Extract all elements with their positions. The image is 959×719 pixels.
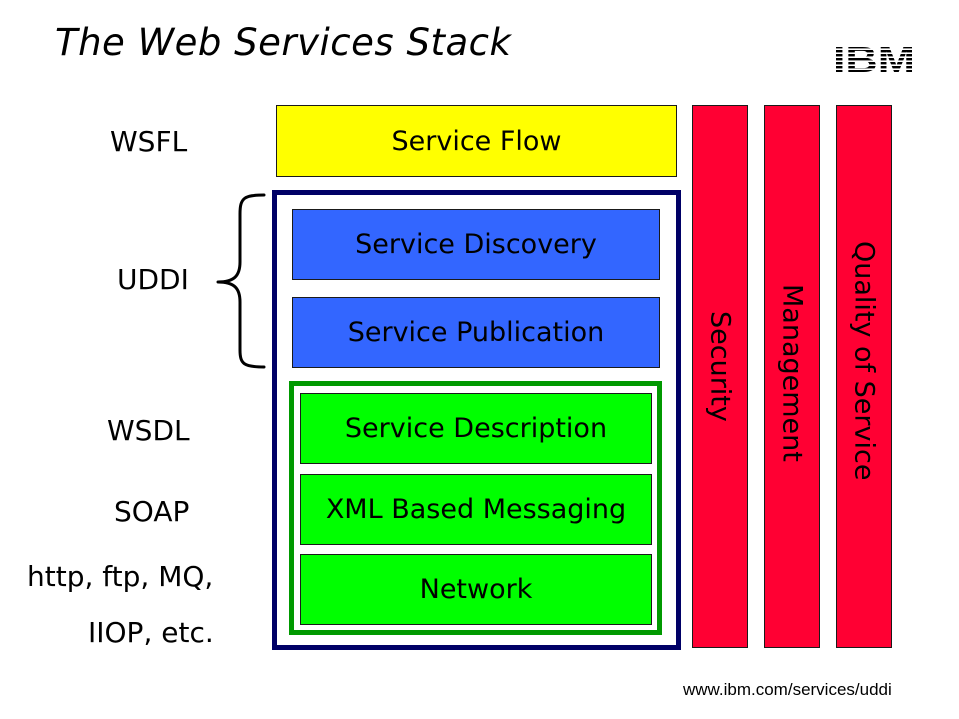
- service-discovery-label: Service Discovery: [355, 229, 597, 260]
- service-flow-layer: Service Flow: [276, 105, 677, 177]
- xml-messaging-label: XML Based Messaging: [325, 494, 627, 525]
- footer-url: www.ibm.com/services/uddi: [683, 680, 892, 699]
- network-label: Network: [419, 574, 533, 605]
- service-description-layer: Service Description: [300, 393, 652, 464]
- core-stack-frame: [289, 381, 662, 635]
- service-discovery-layer: Service Discovery: [292, 209, 660, 280]
- service-flow-label: Service Flow: [391, 125, 562, 157]
- wsdl-label: WSDL: [107, 414, 190, 447]
- xml-messaging-layer: XML Based Messaging: [300, 474, 652, 545]
- transports-label-line2: IIOP, etc.: [88, 616, 214, 649]
- transports-label-line1: http, ftp, MQ,: [27, 560, 214, 593]
- ibm-logo-text: IBM: [833, 42, 915, 76]
- slide-title: The Web Services Stack: [55, 21, 512, 64]
- security-label: Security: [704, 311, 736, 422]
- uddi-label: UDDI: [117, 263, 189, 296]
- network-layer: Network: [300, 554, 652, 625]
- service-publication-layer: Service Publication: [292, 297, 660, 368]
- quality-of-service-label: Quality of Service: [848, 241, 880, 481]
- wsfl-label: WSFL: [110, 125, 188, 158]
- uddi-brace: [216, 193, 266, 369]
- service-publication-label: Service Publication: [347, 317, 605, 348]
- management-pillar: Management: [764, 105, 820, 648]
- soap-label: SOAP: [114, 495, 190, 528]
- management-label: Management: [776, 284, 808, 462]
- service-description-label: Service Description: [344, 413, 608, 444]
- uddi-wsdl-soap-frame: [272, 190, 681, 650]
- security-pillar: Security: [692, 105, 748, 648]
- quality-of-service-pillar: Quality of Service: [836, 105, 892, 648]
- ibm-logo: IBM: [833, 42, 915, 76]
